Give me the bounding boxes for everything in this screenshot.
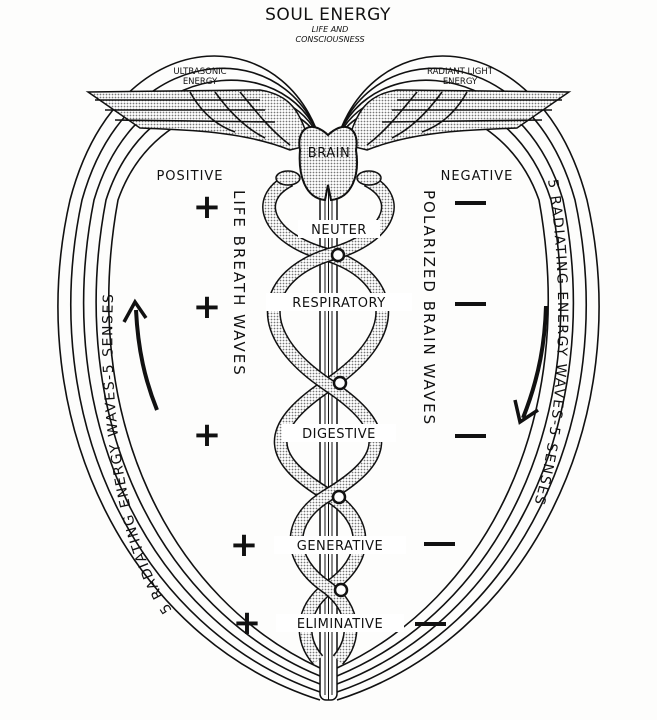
center-label-respiratory: RESPIRATORY [292, 296, 385, 311]
minus-sign [424, 542, 455, 546]
title: SOUL ENERGY [265, 5, 391, 25]
subtitle-line-2: CONSCIOUSNESS [295, 35, 364, 44]
negative-label: NEGATIVE [441, 169, 514, 184]
minus-sign [455, 434, 486, 438]
minus-sign [415, 622, 446, 626]
center-label-generative: GENERATIVE [297, 539, 384, 554]
brain [298, 126, 358, 202]
brain-label: BRAIN [308, 146, 350, 161]
up-arrow-icon [122, 298, 159, 411]
right-wing [346, 89, 572, 151]
center-labels: NEUTER RESPIRATORY DIGESTIVE GENERATIVE … [266, 220, 412, 632]
down-arrow-icon [513, 305, 548, 425]
left-wing [85, 89, 311, 151]
left-wing-label-1: ULTRASONIC [173, 67, 226, 77]
polarized-brain-waves-label: POLARIZED BRAIN WAVES [420, 190, 438, 426]
right-arc-text: 5 RADIATING ENERGY WAVES-5 SENSES [530, 178, 569, 508]
minus-sign [455, 201, 486, 205]
subtitle-line-1: LIFE AND [312, 25, 349, 34]
plus-sign: + [193, 287, 222, 327]
right-wing-label-2: ENERGY [443, 77, 478, 87]
center-label-digestive: DIGESTIVE [302, 427, 376, 442]
life-breath-waves-label: LIFE BREATH WAVES [230, 190, 248, 377]
center-label-eliminative: ELIMINATIVE [297, 617, 383, 632]
left-energy-loops [57, 55, 326, 701]
minus-sign [455, 302, 486, 306]
minus-signs [415, 201, 486, 626]
plus-sign: + [193, 187, 222, 227]
right-radiating-waves-label: 5 RADIATING ENERGY WAVES-5 SENSES [530, 178, 570, 508]
center-label-neuter: NEUTER [311, 223, 367, 238]
left-wing-label-2: ENERGY [183, 77, 218, 87]
crossing-nodes [330, 247, 349, 598]
plus-sign: + [233, 603, 262, 643]
right-wing-label-1: RADIANT LIGHT [427, 67, 494, 77]
plus-signs: + + + + + [193, 187, 262, 643]
serpents [262, 170, 395, 665]
right-serpent-head [356, 170, 382, 186]
plus-sign: + [230, 525, 259, 565]
plus-sign: + [193, 415, 222, 455]
left-serpent-head [275, 170, 301, 186]
positive-label: POSITIVE [156, 169, 223, 184]
